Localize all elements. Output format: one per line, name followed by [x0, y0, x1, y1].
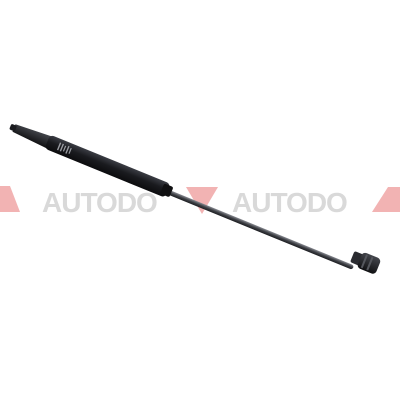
watermark-text-2: AUTODO	[232, 187, 347, 218]
piston-rod	[167, 190, 354, 270]
watermark-text-1: AUTODO	[42, 187, 157, 218]
watermark-triangle-left	[0, 186, 20, 212]
watermark-logo-1: AUTODO	[42, 187, 158, 218]
cylinder-label-print	[56, 142, 72, 154]
watermark-logo-2: AUTODO	[232, 187, 348, 218]
end-fitting	[350, 251, 381, 274]
watermark-chevron-middle	[186, 187, 218, 214]
cylinder-body	[9, 124, 173, 197]
watermark-triangle-right	[372, 187, 400, 212]
